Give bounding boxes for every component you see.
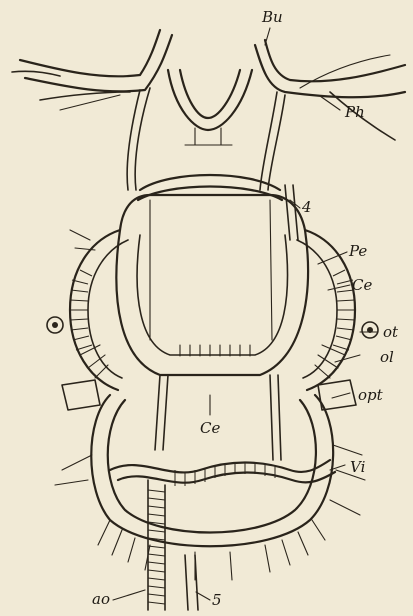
label-pointers <box>210 285 378 470</box>
label-ao: ao <box>92 590 110 608</box>
lateral-ganglion-right <box>285 185 378 410</box>
label-pe: Pe <box>348 242 367 260</box>
label-ot: ot <box>383 323 399 341</box>
label-ph: Ph <box>344 103 365 121</box>
label-vi: Vi <box>350 458 366 476</box>
label-opt: opt <box>358 386 384 404</box>
label-ol: ol <box>380 348 394 366</box>
cerebral-ganglion <box>116 175 308 375</box>
lateral-ganglion-left <box>47 230 128 410</box>
label-4: 4 <box>301 198 312 216</box>
label-5: 5 <box>212 591 222 609</box>
label-ce-right: Ce <box>352 276 372 294</box>
label-ce-center: Ce <box>200 419 220 437</box>
label-bu: Bu <box>261 8 283 26</box>
